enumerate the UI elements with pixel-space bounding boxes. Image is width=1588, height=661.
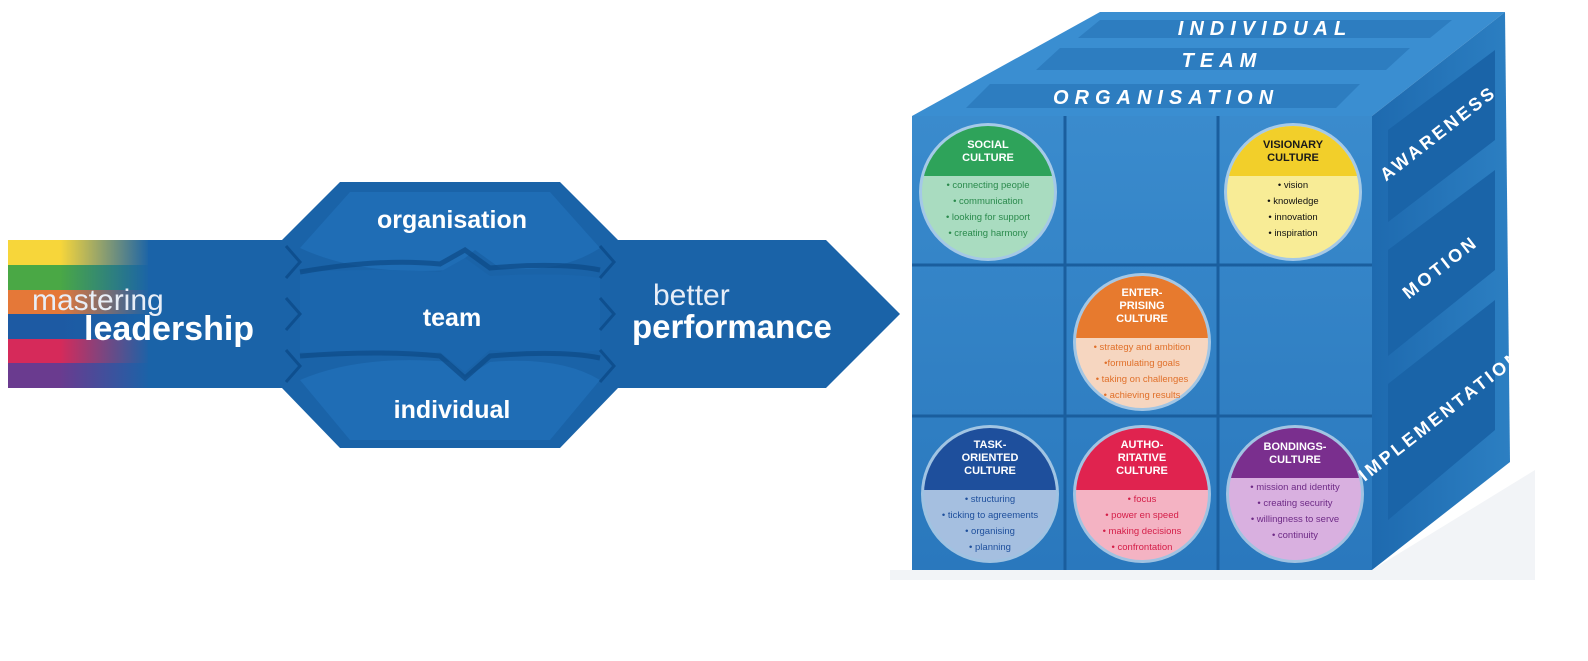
culture-item: • organising xyxy=(965,526,1015,537)
culture-title-line: CULTURE xyxy=(964,465,1016,477)
culture-item: • connecting people xyxy=(946,180,1029,191)
culture-title-line: ENTER- xyxy=(1122,287,1163,299)
culture-title-line: PRISING xyxy=(1119,300,1164,312)
team-label: team xyxy=(423,304,481,332)
culture-item: • vision xyxy=(1278,180,1308,191)
culture-item: • planning xyxy=(969,542,1011,553)
culture-title-line: CULTURE xyxy=(1116,465,1168,477)
culture-item: • looking for support xyxy=(946,212,1030,223)
culture-item: • continuity xyxy=(1272,530,1318,541)
culture-item: •formulating goals xyxy=(1104,358,1180,369)
top-label-individual: INDIVIDUAL xyxy=(1178,18,1352,40)
culture-title-line: AUTHO- xyxy=(1121,439,1164,451)
culture-title-line: BONDINGS- xyxy=(1264,441,1327,453)
team-channel xyxy=(300,258,600,372)
top-label-organisation: ORGANISATION xyxy=(1053,87,1279,109)
culture-title-line: VISIONARY xyxy=(1263,139,1324,151)
culture-title-line: ORIENTED xyxy=(962,452,1019,464)
leadership-label: leadership xyxy=(84,310,254,348)
organisation-label: organisation xyxy=(377,206,527,234)
culture-item: • strategy and ambition xyxy=(1094,342,1191,353)
culture-title-line: CULTURE xyxy=(1269,454,1321,466)
culture-bondings: BONDINGS-CULTURE • mission and identity • … xyxy=(1226,425,1364,563)
organisation-channel xyxy=(300,192,600,272)
culture-item: • communication xyxy=(953,196,1023,207)
culture-item: • structuring xyxy=(965,494,1015,505)
culture-title-line: CULTURE xyxy=(1116,313,1168,325)
culture-item: • mission and identity xyxy=(1250,482,1340,493)
arrow-head xyxy=(610,240,900,388)
culture-item: • inspiration xyxy=(1268,228,1317,239)
culture-title-line: TASK- xyxy=(974,439,1007,451)
individual-label: individual xyxy=(394,396,511,424)
culture-item: • confrontation xyxy=(1112,542,1173,553)
mastering-label: mastering xyxy=(32,284,164,317)
culture-item: • innovation xyxy=(1268,212,1317,223)
culture-title-line: SOCIAL xyxy=(967,139,1009,151)
culture-item: • willingness to serve xyxy=(1251,514,1339,525)
culture-item: • knowledge xyxy=(1267,196,1318,207)
culture-item: • achieving results xyxy=(1104,390,1181,401)
individual-channel xyxy=(300,360,600,440)
culture-item: • making decisions xyxy=(1103,526,1182,537)
culture-item: • power en speed xyxy=(1105,510,1179,521)
culture-item: • creating security xyxy=(1257,498,1332,509)
culture-item: • ticking to agreements xyxy=(942,510,1039,521)
leadership-arrow-diagram: mastering leadership organisation team i… xyxy=(8,182,900,448)
color-stripes xyxy=(8,240,150,388)
culture-title-line: CULTURE xyxy=(1267,152,1319,164)
performance-label: performance xyxy=(632,308,832,345)
cube-grid xyxy=(912,116,1372,570)
culture-title-line: RITATIVE xyxy=(1118,452,1166,464)
culture-item: • taking on challenges xyxy=(1096,374,1189,385)
better-label: better xyxy=(653,279,730,312)
top-label-team: TEAM xyxy=(1182,50,1263,72)
culture-item: • creating harmony xyxy=(948,228,1028,239)
stripe-fade xyxy=(60,240,150,388)
culture-item: • focus xyxy=(1128,494,1157,505)
culture-title-line: CULTURE xyxy=(962,152,1014,164)
